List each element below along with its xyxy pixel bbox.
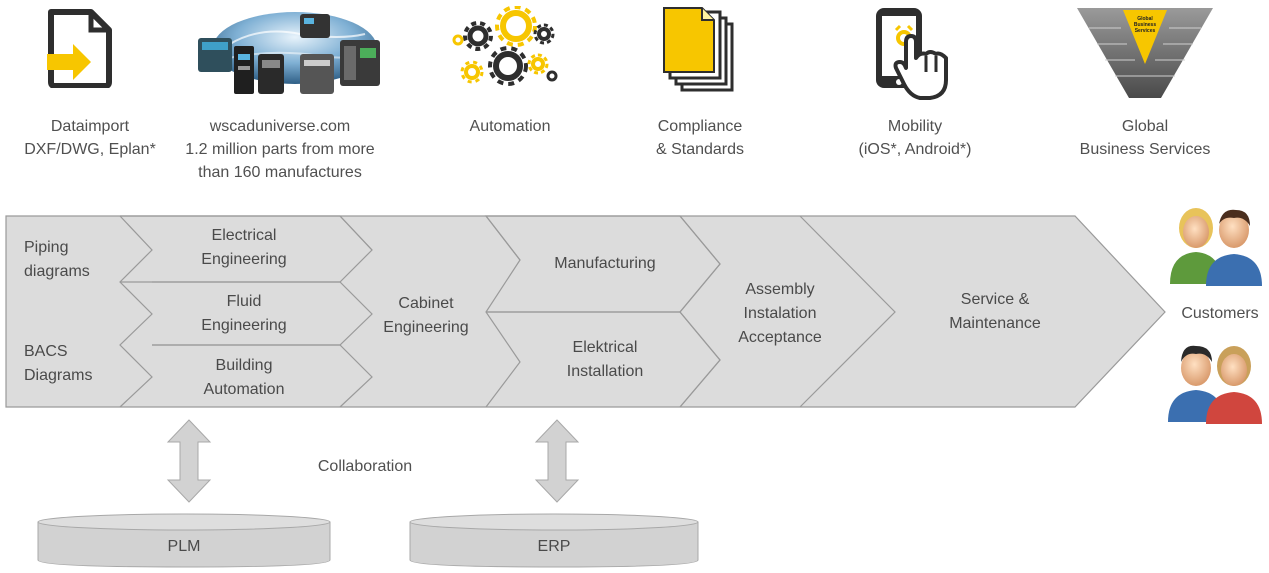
collaboration-label: Collaboration: [317, 458, 413, 475]
flow-line: Assembly: [745, 281, 815, 298]
caption-global-business: Global Business Services: [1060, 115, 1230, 161]
caption-line: Compliance: [657, 118, 743, 135]
erp-label: ERP: [537, 538, 571, 555]
caption-line: Dataimport: [50, 118, 130, 135]
gears-icon: [450, 5, 562, 94]
caption-line: Business Services: [1079, 141, 1211, 158]
flow-assembly-divider: [679, 215, 721, 408]
flow-cabinet-label: Cabinet Engineering: [368, 292, 484, 340]
documents-stack-icon: [660, 6, 740, 94]
flow-fluid-label: Fluid Engineering: [164, 290, 324, 338]
caption-line: Global: [1121, 118, 1169, 135]
v-diagram-text-3: Services: [1135, 28, 1156, 34]
flow-bacs-label: BACS Diagrams: [24, 340, 92, 388]
caption-dataimport: Dataimport DXF/DWG, Eplan*: [10, 115, 170, 161]
flow-line: Service &: [960, 291, 1030, 308]
flow-manufacturing-chevron: [484, 215, 721, 313]
double-arrow-erp: [532, 418, 582, 504]
flow-cabinet-divider: [485, 215, 521, 408]
caption-line: (iOS*, Android*): [858, 141, 972, 158]
phone-touch-icon: [870, 6, 960, 102]
flow-electrical-label: Electrical Engineering: [164, 224, 324, 272]
caption-automation: Automation: [440, 115, 580, 138]
flow-building-chevron: [152, 344, 373, 408]
flow-line: Manufacturing: [554, 255, 656, 272]
flow-service-label: Service & Maintenance: [920, 288, 1070, 336]
caption-line: & Standards: [655, 141, 745, 158]
customers-label: Customers: [1181, 305, 1259, 322]
caption-wscaduniverse: wscaduniverse.com 1.2 million parts from…: [160, 115, 400, 184]
flow-col1-divider: [119, 215, 153, 408]
flow-outer-arrow: [5, 215, 1166, 408]
plm-database-icon: [36, 512, 332, 568]
double-arrow-plm: [164, 418, 214, 504]
caption-mobility: Mobility (iOS*, Android*): [835, 115, 995, 161]
globe-devices-icon: [190, 4, 390, 100]
flow-line: Acceptance: [738, 329, 822, 346]
flow-line: BACS: [24, 343, 68, 360]
customers-couple-icon-2: [1166, 336, 1264, 426]
flow-line: Elektrical: [572, 339, 638, 356]
file-import-icon: [45, 8, 115, 89]
flow-line: diagrams: [24, 263, 90, 280]
customers-couple-icon-1: [1166, 198, 1264, 288]
flow-line: Cabinet: [398, 295, 454, 312]
flow-elektrical-chevron: [486, 311, 721, 408]
caption-line: DXF/DWG, Eplan*: [24, 141, 156, 158]
flow-line: Fluid: [226, 293, 262, 310]
flow-line: Instalation: [743, 305, 817, 322]
v-diagram-text-2: Business: [1134, 22, 1156, 28]
v-diagram-text-1: Global: [1137, 16, 1153, 22]
caption-compliance: Compliance & Standards: [630, 115, 770, 161]
flow-elektrical-label: Elektrical Installation: [520, 336, 690, 384]
erp-database-icon: [408, 512, 700, 568]
flow-service-divider: [799, 215, 896, 408]
flow-line: Installation: [566, 363, 644, 380]
flow-electrical-chevron: [120, 215, 373, 283]
flow-line: Engineering: [383, 319, 469, 336]
flow-manufacturing-label: Manufacturing: [520, 252, 690, 276]
flow-line: Engineering: [201, 251, 287, 268]
caption-line: wscaduniverse.com: [209, 118, 351, 135]
caption-line: Mobility: [887, 118, 943, 135]
caption-line: than 160 manufactures: [198, 164, 362, 181]
flow-line: Automation: [203, 381, 285, 398]
flow-line: Building: [215, 357, 273, 374]
caption-line: 1.2 million parts from more: [185, 141, 375, 158]
v-diagram-icon: Global Business Services: [1075, 4, 1215, 100]
flow-line: Piping: [24, 239, 69, 256]
plm-label: PLM: [167, 538, 201, 555]
flow-line: Maintenance: [949, 315, 1041, 332]
flow-piping-label: Piping diagrams: [24, 236, 90, 284]
flow-line: Diagrams: [24, 367, 93, 384]
flow-fluid-chevron: [152, 281, 373, 346]
flow-building-label: Building Automation: [164, 354, 324, 402]
flow-line: Electrical: [211, 227, 277, 244]
flow-assembly-label: Assembly Instalation Acceptance: [715, 278, 845, 350]
flow-line: Engineering: [201, 317, 287, 334]
caption-line: Automation: [469, 118, 551, 135]
